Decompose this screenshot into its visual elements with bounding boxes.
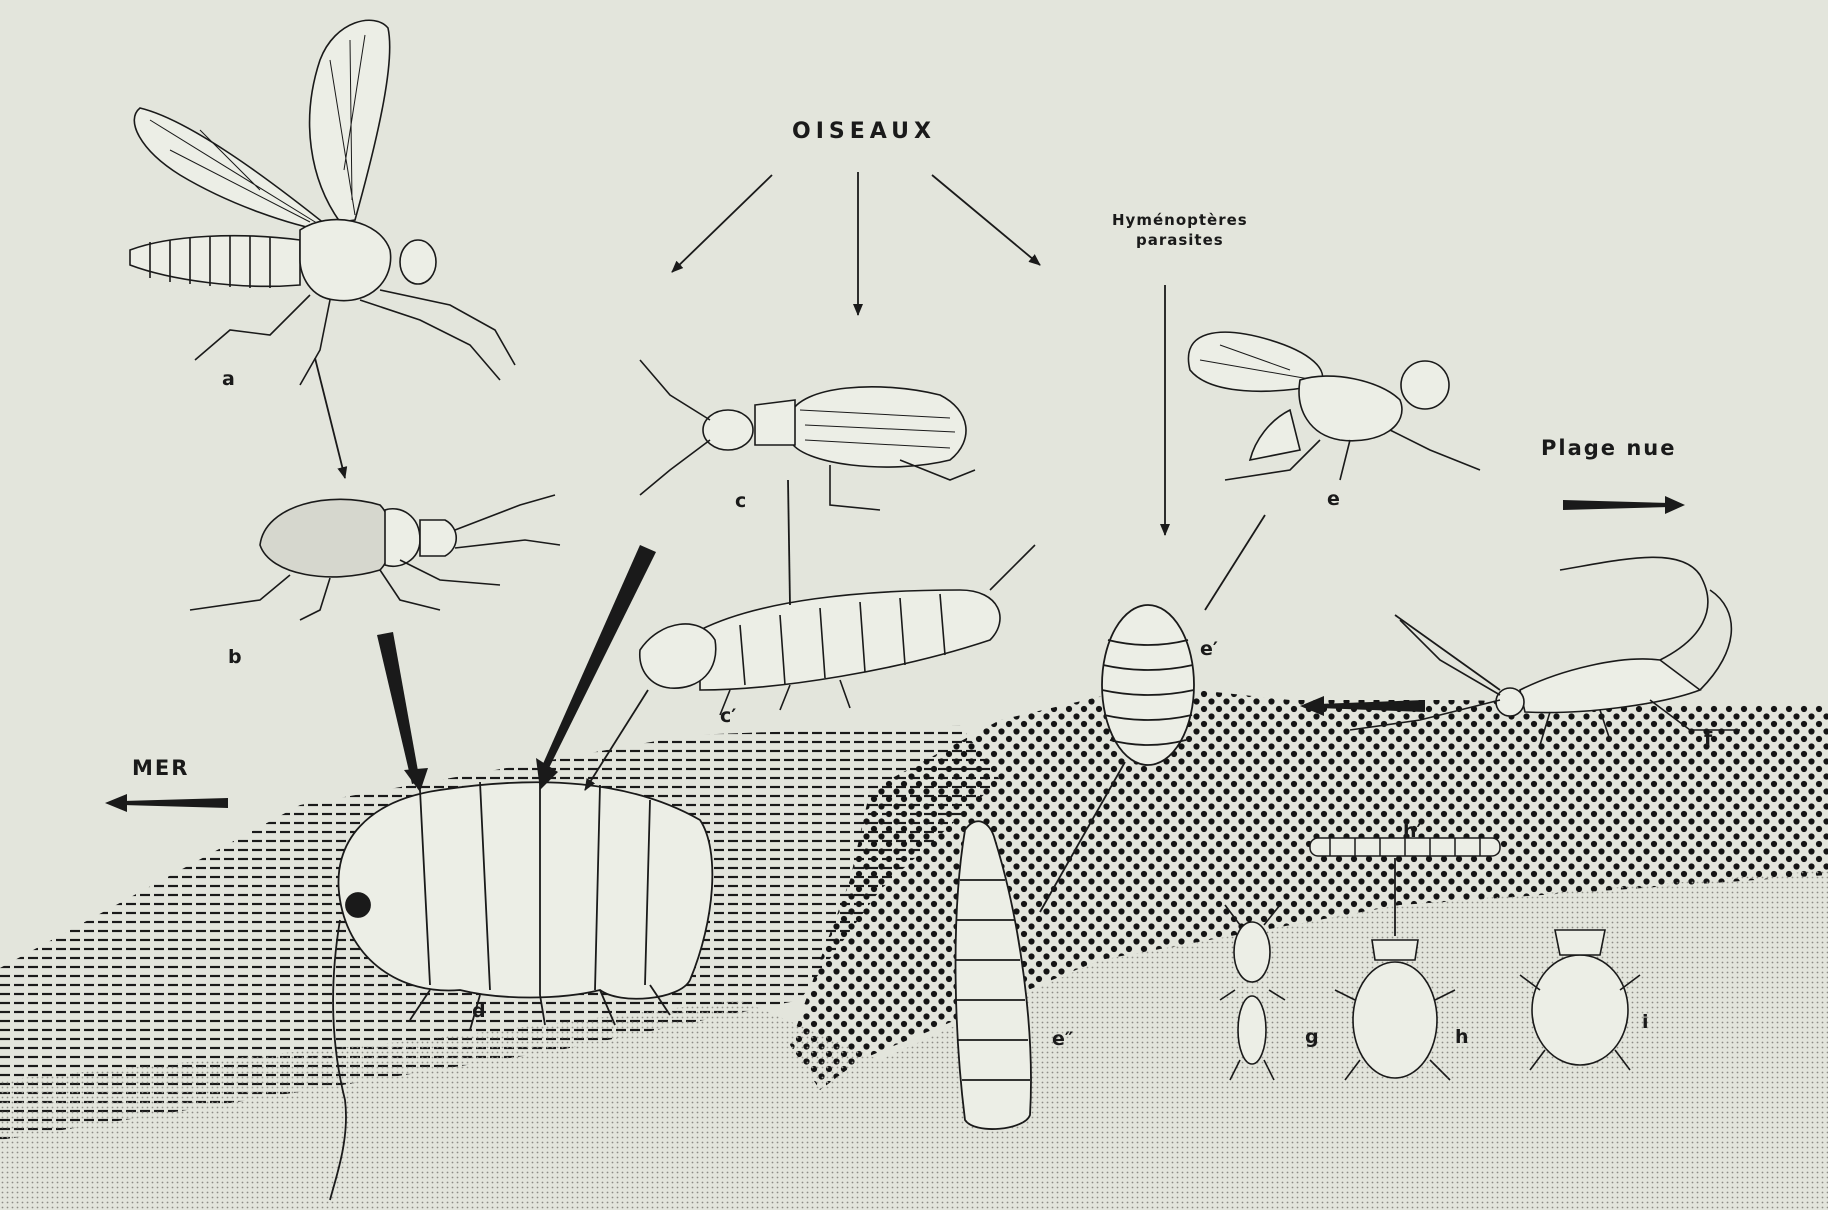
- kelp-fly-drawing: [1188, 332, 1480, 480]
- beetle-larva-drawing: [640, 545, 1035, 715]
- parasitic-wasps-label: Hyménoptères parasites: [1112, 210, 1248, 251]
- arrow-a-to-b: [315, 358, 345, 478]
- parasitic-wasps-label-line2: parasites: [1112, 230, 1248, 250]
- organism-label-d: d: [472, 1002, 486, 1021]
- line-e-to-e-prime: [1205, 515, 1265, 610]
- organism-label-e-prime: e′: [1200, 640, 1218, 659]
- rove-beetle-drawing: [190, 495, 560, 620]
- organism-label-a: a: [222, 370, 235, 389]
- mer-direction-arrow: [124, 798, 228, 808]
- organism-label-e: e: [1327, 490, 1340, 509]
- birds-label: OISEAUX: [792, 121, 936, 143]
- line-c-to-c-prime: [788, 480, 790, 605]
- organism-label-c: c: [735, 492, 746, 511]
- organism-label-b: b: [228, 648, 242, 667]
- wedge-arrow-c-to-d: [542, 545, 656, 770]
- parasitic-wasps-label-line1: Hyménoptères: [1112, 210, 1248, 230]
- sea-label: MER: [132, 758, 189, 779]
- organism-label-f: f: [1704, 730, 1712, 749]
- arrow-birds-to-e: [932, 175, 1040, 265]
- ground-beetle-drawing: [640, 360, 975, 510]
- fly-adult-drawing: [130, 20, 515, 385]
- organism-label-i: i: [1642, 1013, 1649, 1032]
- fly-puparium-drawing: [1102, 605, 1194, 765]
- organism-label-e-second: e″: [1052, 1030, 1073, 1049]
- organism-label-h: h: [1455, 1028, 1469, 1047]
- organism-label-c-prime: c′: [720, 707, 736, 726]
- organism-label-g: g: [1305, 1028, 1319, 1047]
- bare-beach-label: Plage nue: [1541, 438, 1677, 459]
- wedge-arrow-b-to-d: [377, 632, 420, 784]
- plage-direction-arrow: [1563, 500, 1670, 510]
- organism-label-h-prime: h′: [1403, 822, 1422, 841]
- line-f-to-e-prime: [1395, 615, 1500, 690]
- arrow-birds-to-c: [672, 175, 772, 272]
